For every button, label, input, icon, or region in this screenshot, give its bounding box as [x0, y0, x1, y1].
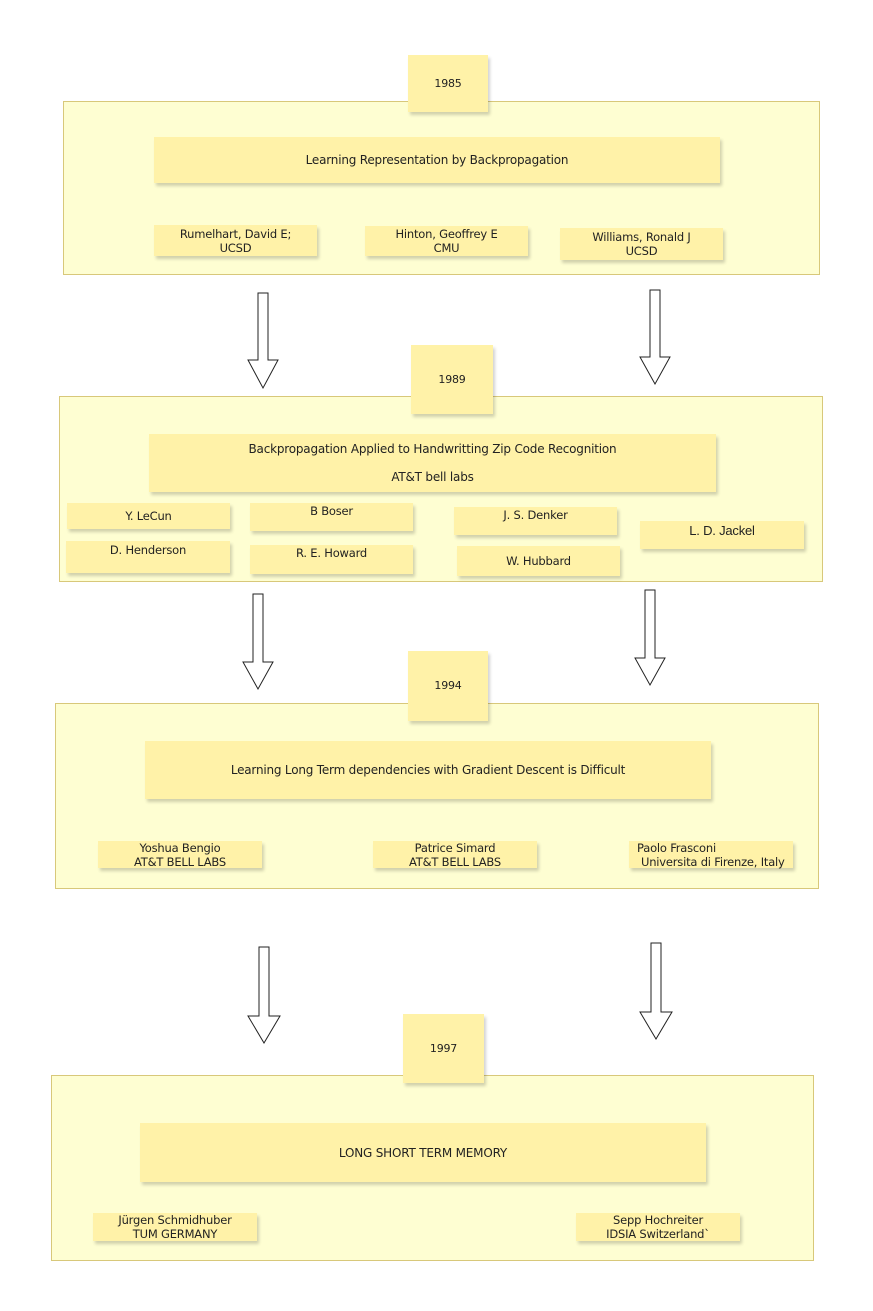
- author-name: Yoshua Bengio: [139, 840, 221, 855]
- author-note: J. S. Denker: [454, 507, 617, 535]
- down-arrow-1994-left: [247, 946, 281, 1044]
- author-name: Hinton, Geoffrey E: [395, 227, 498, 241]
- author-note: Y. LeCun: [67, 503, 230, 529]
- author-note: Williams, Ronald J UCSD: [560, 228, 723, 260]
- paper-title-line: Learning Representation by Backpropagati…: [305, 153, 569, 167]
- author-note: Yoshua Bengio AT&T BELL LABS: [98, 840, 262, 869]
- author-note: Patrice Simard AT&T BELL LABS: [373, 840, 537, 869]
- author-name: R. E. Howard: [295, 546, 368, 560]
- author-name: B Boser: [310, 504, 353, 518]
- author-name: Paolo Frasconi: [637, 840, 716, 855]
- down-arrow-1989-left: [242, 593, 274, 691]
- year-1985-note: 1985: [408, 55, 488, 112]
- author-name: Jürgen Schmidhuber: [118, 1213, 232, 1227]
- author-affiliation: AT&T BELL LABS: [134, 854, 226, 869]
- author-name: D. Henderson: [109, 543, 187, 557]
- author-note: Paolo Frasconi Universita di Firenze, It…: [629, 840, 793, 869]
- author-affiliation: TUM GERMANY: [132, 1227, 218, 1241]
- paper-title-line: Backpropagation Applied to Handwritting …: [248, 442, 617, 456]
- paper-title-1985: Learning Representation by Backpropagati…: [154, 137, 720, 183]
- author-name: Sepp Hochreiter: [613, 1213, 703, 1227]
- year-label: 1994: [434, 679, 462, 692]
- down-arrow-1994-right: [639, 942, 673, 1040]
- author-affiliation: AT&T BELL LABS: [409, 854, 501, 869]
- author-note: Rumelhart, David E; UCSD: [154, 225, 317, 256]
- down-arrow-1989-right: [634, 589, 666, 687]
- author-name: Patrice Simard: [414, 840, 496, 855]
- down-arrow-1985-left: [247, 292, 279, 390]
- author-affiliation: CMU: [433, 241, 460, 255]
- author-name: L. D. Jackel: [689, 523, 755, 538]
- author-affiliation: UCSD: [219, 240, 252, 255]
- year-label: 1989: [438, 372, 466, 386]
- author-name: Williams, Ronald J: [592, 230, 691, 244]
- author-name: Rumelhart, David E;: [179, 226, 292, 241]
- year-1989-note: 1989: [411, 345, 493, 414]
- year-1997-note: 1997: [403, 1014, 484, 1083]
- author-affiliation: Universita di Firenze, Italy: [641, 854, 785, 869]
- paper-title-line: LONG SHORT TERM MEMORY: [338, 1145, 508, 1160]
- author-note: Jürgen Schmidhuber TUM GERMANY: [93, 1213, 257, 1241]
- author-note: R. E. Howard: [250, 545, 413, 574]
- author-name: J. S. Denker: [503, 508, 568, 522]
- author-note: B Boser: [250, 503, 413, 531]
- author-note: W. Hubbard: [457, 546, 620, 576]
- year-label: 1985: [434, 76, 462, 90]
- year-1994-note: 1994: [408, 651, 488, 721]
- down-arrow-1985-right: [639, 289, 671, 386]
- author-note: L. D. Jackel: [640, 521, 804, 549]
- author-name: Y. LeCun: [125, 509, 172, 523]
- author-note: D. Henderson: [66, 541, 230, 573]
- author-note: Sepp Hochreiter IDSIA Switzerland`: [576, 1213, 740, 1241]
- paper-title-1997: LONG SHORT TERM MEMORY: [140, 1123, 706, 1182]
- author-name: W. Hubbard: [506, 554, 571, 568]
- paper-affiliation-line: AT&T bell labs: [391, 470, 474, 484]
- author-note: Hinton, Geoffrey E CMU: [365, 226, 528, 256]
- author-affiliation: UCSD: [625, 244, 658, 258]
- author-affiliation: IDSIA Switzerland`: [606, 1227, 710, 1241]
- paper-title-1989: Backpropagation Applied to Handwritting …: [149, 434, 716, 492]
- paper-title-line: Learning Long Term dependencies with Gra…: [230, 763, 626, 777]
- paper-title-1994: Learning Long Term dependencies with Gra…: [145, 741, 711, 799]
- year-label: 1997: [429, 1041, 458, 1055]
